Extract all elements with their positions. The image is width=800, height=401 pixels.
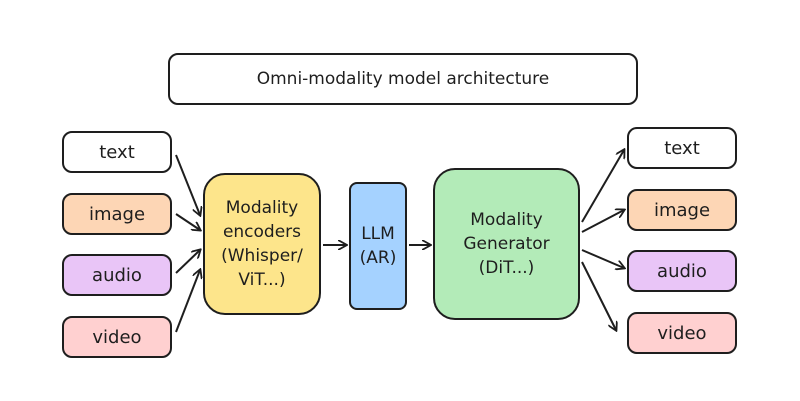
input-image-box: image: [62, 193, 172, 235]
input-video-label: video: [92, 326, 142, 348]
arrow-video-to-encoder: [175, 270, 200, 333]
arrow-generator-to-image: [581, 210, 624, 233]
output-text-box: text: [627, 127, 737, 169]
arrow-image-to-encoder: [175, 213, 200, 230]
llm-box: LLM (AR): [349, 182, 407, 310]
modality-generator-label: Modality Generator (DiT...): [463, 210, 550, 278]
input-image-label: image: [88, 203, 146, 225]
output-video-box: video: [627, 312, 737, 354]
input-text-label: text: [99, 141, 135, 163]
modality-encoders-label: Modality encoders (Whisper/ ViT...): [221, 198, 303, 290]
input-audio-label: audio: [92, 264, 142, 286]
output-image-label: image: [653, 199, 711, 221]
arrow-generator-to-text: [581, 150, 624, 223]
arrow-audio-to-encoder: [175, 250, 200, 274]
input-text-box: text: [62, 131, 172, 173]
input-video-box: video: [62, 316, 172, 358]
modality-generator-box: Modality Generator (DiT...): [433, 168, 580, 320]
modality-encoders-box: Modality encoders (Whisper/ ViT...): [203, 173, 321, 315]
diagram-title: Omni-modality model architecture: [256, 69, 550, 89]
diagram-title-box: Omni-modality model architecture: [168, 53, 638, 105]
arrow-text-to-encoder: [175, 154, 200, 215]
output-audio-box: audio: [627, 250, 737, 292]
output-video-label: video: [657, 322, 707, 344]
output-audio-label: audio: [657, 260, 707, 282]
output-image-box: image: [627, 189, 737, 231]
arrow-generator-to-audio: [581, 249, 624, 268]
output-text-label: text: [664, 137, 700, 159]
llm-label: LLM (AR): [359, 224, 397, 268]
input-audio-box: audio: [62, 254, 172, 296]
arrow-generator-to-video: [581, 261, 616, 330]
